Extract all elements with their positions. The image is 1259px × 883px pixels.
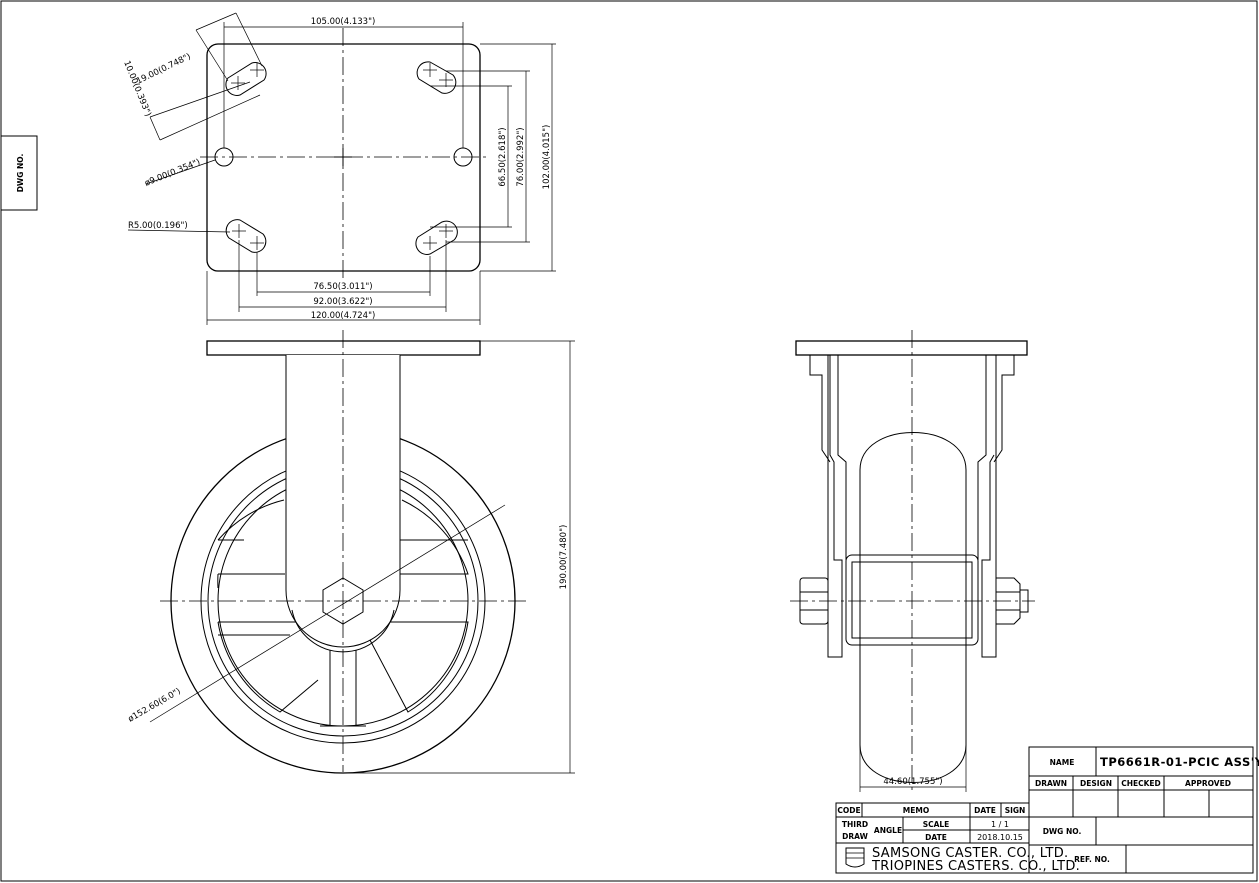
dim-wheel-diameter-line xyxy=(149,504,506,723)
svg-text:DESIGN: DESIGN xyxy=(1080,779,1112,788)
svg-text:92.00(3.622"): 92.00(3.622") xyxy=(313,297,372,307)
svg-text:SCALE: SCALE xyxy=(923,820,950,829)
top-plate-outline xyxy=(206,43,481,272)
dim-radius: R5.00(0.196") xyxy=(127,221,231,233)
side-dwg-label: DWG NO. xyxy=(16,154,25,193)
svg-text:R5.00(0.196"): R5.00(0.196") xyxy=(128,221,188,231)
svg-text:MEMO: MEMO xyxy=(903,806,929,815)
svg-text:66.50(2.618"): 66.50(2.618") xyxy=(498,127,508,186)
svg-text:190.00(7.480"): 190.00(7.480") xyxy=(559,525,569,590)
svg-text:120.00(4.724"): 120.00(4.724") xyxy=(311,311,376,321)
svg-text:105.00(4.133"): 105.00(4.133") xyxy=(311,17,376,27)
svg-text:102.00(4.015"): 102.00(4.015") xyxy=(542,125,552,190)
svg-text:1 / 1: 1 / 1 xyxy=(991,820,1009,829)
svg-text:ø9.00(0.354"): ø9.00(0.354") xyxy=(143,157,201,188)
dim-bottom: 76.50(3.011") 92.00(3.622") 120.00(4.724… xyxy=(206,240,481,325)
svg-text:CODE: CODE xyxy=(837,806,860,815)
front-top-plate xyxy=(206,340,481,356)
side-wheel xyxy=(859,432,967,783)
company-name-1: SAMSONG CASTER. CO., LTD. xyxy=(872,846,1068,861)
svg-text:44.60(1.755"): 44.60(1.755") xyxy=(883,777,942,787)
svg-text:DATE: DATE xyxy=(974,806,996,815)
slot-top-left xyxy=(225,62,267,96)
company-name-2: TRIOPINES CASTERS. CO., LTD. xyxy=(871,859,1080,874)
dim-slot: 19.00(0.748") 10.00(0.393") xyxy=(121,12,263,141)
svg-text:CHECKED: CHECKED xyxy=(1121,779,1161,788)
svg-text:DRAWN: DRAWN xyxy=(1035,779,1067,788)
svg-text:SIGN: SIGN xyxy=(1005,806,1026,815)
front-view: ø152.60(6.0") 190.00(7.480") xyxy=(127,330,575,774)
wheel-spokes xyxy=(217,499,469,727)
svg-text:2018.10.15: 2018.10.15 xyxy=(977,833,1023,842)
dim-right: 66.50(2.618") 76.00(2.992") 102.00(4.015… xyxy=(430,43,556,272)
dim-105: 105.00(4.133") xyxy=(223,17,464,148)
svg-text:10.00(0.393"): 10.00(0.393") xyxy=(121,59,152,118)
svg-text:NAME: NAME xyxy=(1050,758,1075,767)
svg-text:REF. NO.: REF. NO. xyxy=(1074,855,1110,864)
svg-text:DATE: DATE xyxy=(925,833,947,842)
svg-text:THIRD: THIRD xyxy=(842,820,868,829)
svg-text:19.00(0.748"): 19.00(0.748") xyxy=(135,52,193,87)
svg-text:DRAW: DRAW xyxy=(842,832,868,841)
slot-top-right xyxy=(416,61,457,94)
dwg-no-side-tab: DWG NO. xyxy=(0,135,38,211)
company-logo xyxy=(845,847,865,868)
title-block: NAME TP6661R-01-PCIC ASS'Y DRAWN DESIGN … xyxy=(835,746,1259,874)
svg-text:APPROVED: APPROVED xyxy=(1185,779,1231,788)
drawing-name: TP6661R-01-PCIC ASS'Y xyxy=(1100,755,1259,769)
slot-bottom-right xyxy=(415,220,458,255)
slot-bottom-left xyxy=(225,219,267,253)
side-view: 44.60(1.755") xyxy=(790,330,1035,792)
side-top-plate xyxy=(795,340,1028,356)
side-left-leg xyxy=(827,355,843,658)
dim-hole: ø9.00(0.354") xyxy=(143,157,216,189)
svg-text:ANGLE: ANGLE xyxy=(874,826,902,835)
svg-text:76.50(3.011"): 76.50(3.011") xyxy=(313,282,372,292)
svg-text:DWG NO.: DWG NO. xyxy=(1043,827,1082,836)
side-right-leg xyxy=(981,355,997,658)
top-plate-view: 105.00(4.133") 19.00(0.748") 10.00(0.393… xyxy=(121,12,556,325)
svg-text:76.00(2.992"): 76.00(2.992") xyxy=(516,127,526,186)
fork-leg xyxy=(285,355,401,648)
